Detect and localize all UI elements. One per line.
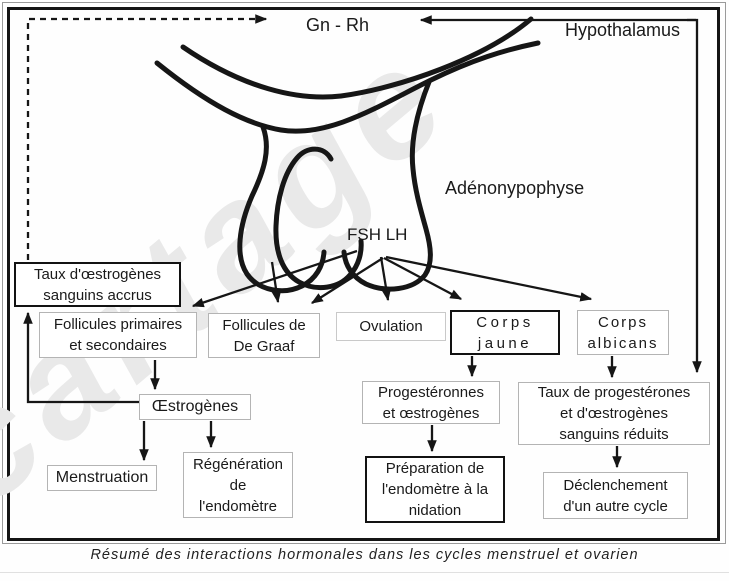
diagram-inner-frame	[7, 7, 720, 541]
gnrh-label: Gn - Rh	[306, 15, 370, 35]
box-oestrogenes: Œstrogènes	[139, 394, 251, 420]
arrow-fshlh-to-corps-jaune	[383, 256, 463, 301]
bottom-divider	[0, 572, 729, 573]
box-follicules-de-graaf: Follicules de De Graaf	[208, 313, 320, 358]
box-taux-oestrogenes-accrus: Taux d'œstrogènes sanguins accrus	[14, 262, 181, 307]
gland-curve-top-inner	[154, 40, 541, 134]
arrow-fshlh-to-corps-albicans	[385, 255, 593, 302]
box-corps-albicans: Corps albicans	[577, 310, 669, 355]
box-regeneration-endometre: Régénération de l'endomètre	[183, 452, 293, 518]
gland-right-lobe	[341, 79, 433, 292]
diagram-caption: Résumé des interactions hormonales dans …	[90, 547, 639, 563]
box-declenchement-cycle: Déclenchement d'un autre cycle	[543, 472, 688, 519]
box-menstruation: Menstruation	[47, 465, 157, 491]
box-preparation-nidation: Préparation de l'endomètre à la nidation	[365, 456, 505, 523]
box-corps-jaune: Corps jaune	[450, 310, 560, 355]
arrow-fshlh-to-ovulation	[379, 256, 391, 302]
arrow-oestrogenes-to-taux-oestrogenes	[23, 311, 139, 404]
pituitary-gland-drawing	[154, 16, 541, 294]
gland-curve-top-left	[180, 16, 534, 100]
hypothalamus-label: Hypothalamus	[565, 20, 681, 40]
arrow-gland-to-de-graaf	[270, 261, 282, 304]
box-progesteronnes: Progestéronnes et œstrogènes	[362, 381, 500, 424]
box-taux-reduits: Taux de progestérones et d'œstrogènes sa…	[518, 382, 710, 445]
gland-left-lobe	[237, 124, 327, 294]
diagram-outer-frame	[2, 2, 726, 544]
box-follicules-primaires: Follicules primaires et secondaires	[39, 312, 197, 358]
arrow-fshlh-to-de-graaf	[310, 257, 384, 304]
fsh-lh-label: FSH LH	[347, 225, 408, 244]
arrow-dashed-oestrogenes-to-gnrh	[26, 14, 268, 260]
arrow-hypothalamus-loop-to-taux-reduits	[687, 18, 702, 374]
adenohypophyse-label: Adénonypophyse	[445, 178, 585, 198]
box-ovulation: Ovulation	[336, 312, 446, 341]
diagram-arrows	[23, 14, 702, 469]
